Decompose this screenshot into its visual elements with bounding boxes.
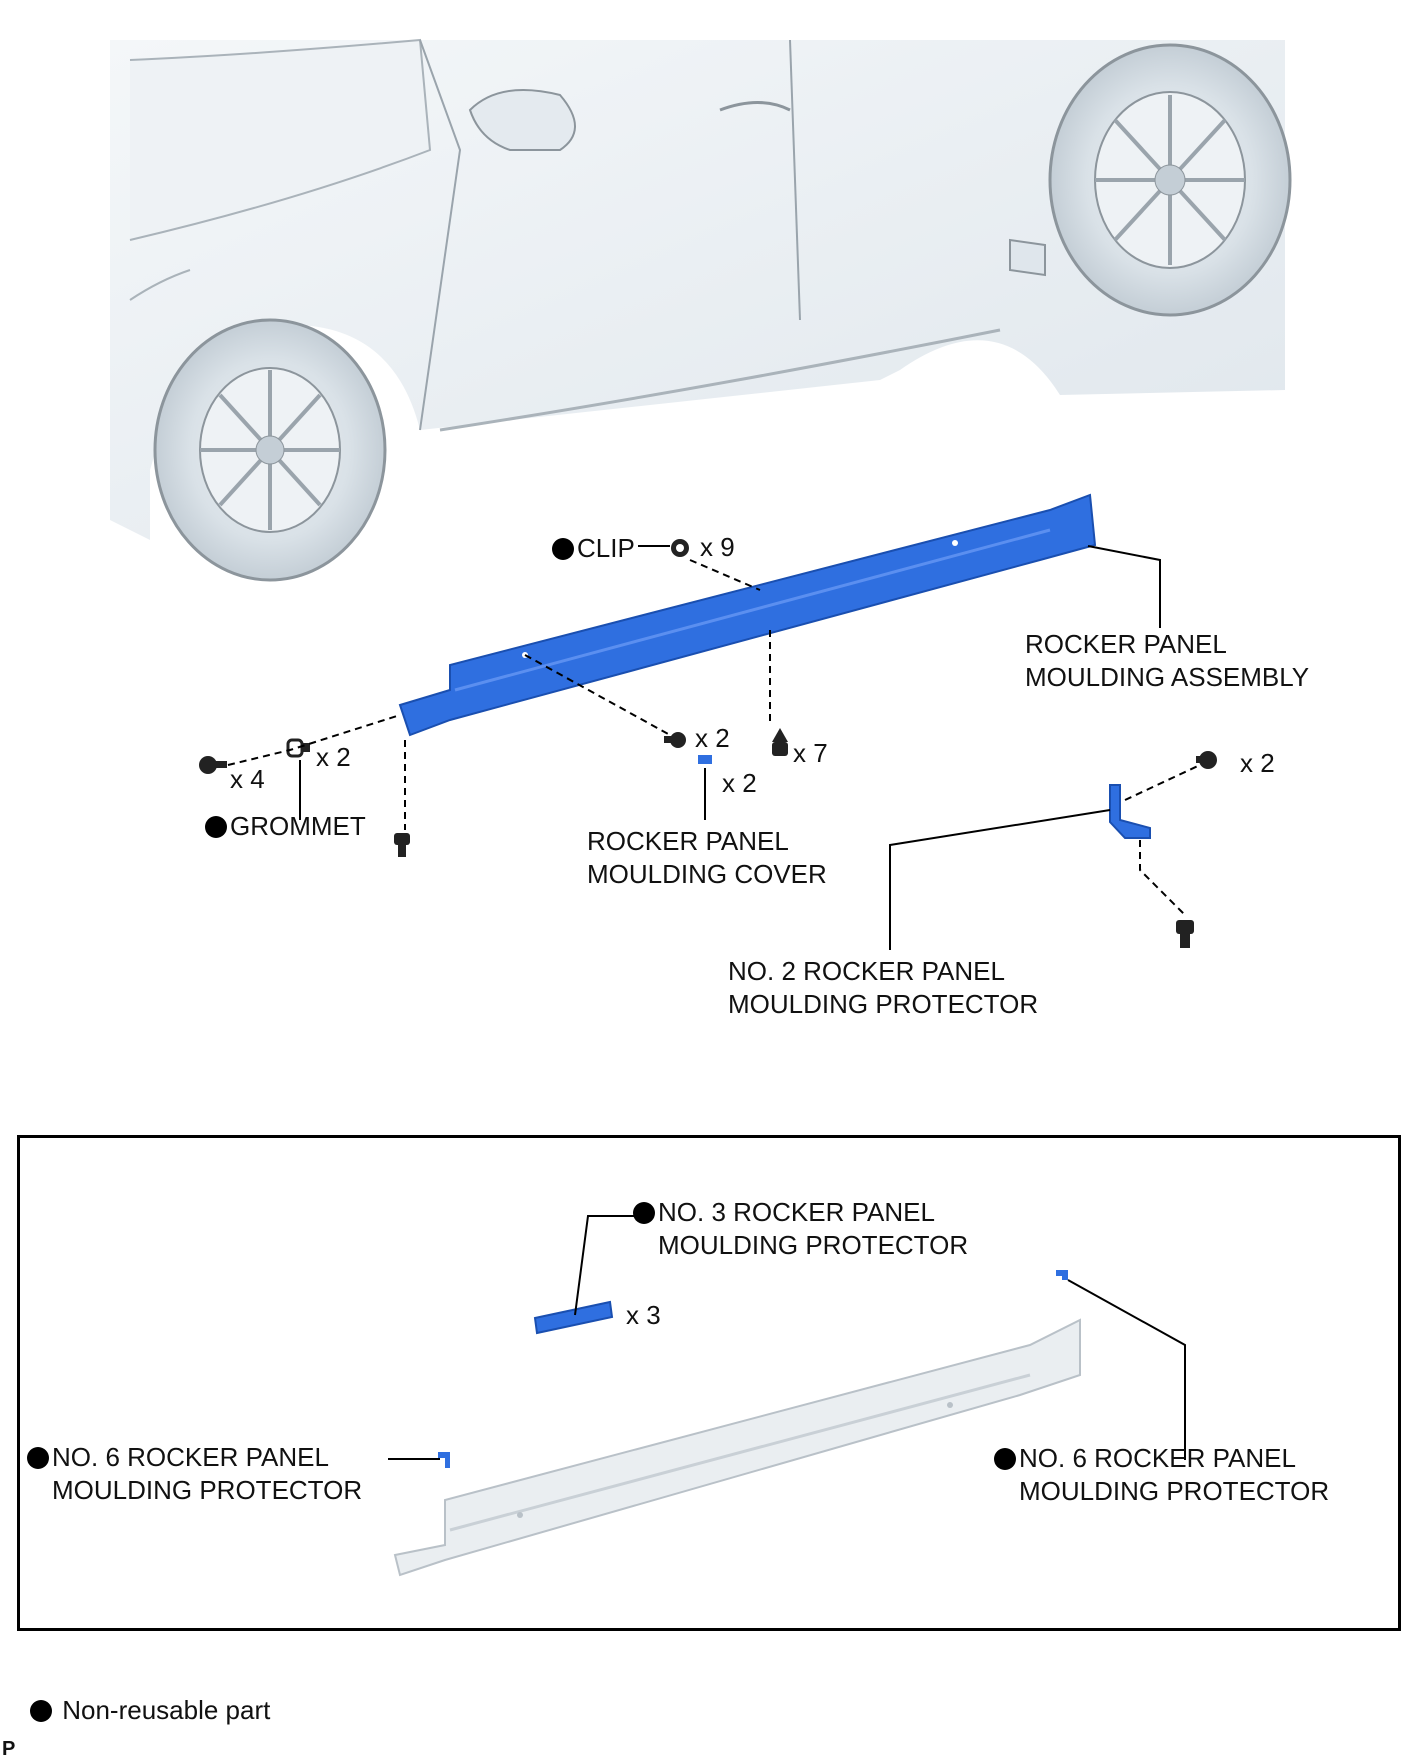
no2-protector-label: NO. 2 ROCKER PANEL MOULDING PROTECTOR xyxy=(728,956,1039,1019)
no3-protector-label: NO. 3 ROCKER PANEL MOULDING PROTECTOR xyxy=(633,1196,968,1262)
non-reusable-bullet-icon xyxy=(633,1202,655,1224)
no3-protector-part xyxy=(533,1300,614,1335)
non-reusable-bullet-icon xyxy=(30,1700,52,1722)
screw-mid-icon xyxy=(664,732,686,748)
no2-protector-part xyxy=(1109,784,1151,839)
no3-quantity: x 3 xyxy=(626,1300,661,1330)
rocker-panel-moulding-assembly xyxy=(398,493,1097,737)
legend-text: Non-reusable part xyxy=(62,1695,271,1725)
screw-left-quantity: x 4 xyxy=(230,764,265,794)
grommet-icon xyxy=(286,738,310,758)
front-wheel xyxy=(153,318,387,582)
lower-clip-icon xyxy=(394,833,410,857)
no6-right-protector-part xyxy=(1056,1270,1068,1280)
protector-bolt-icon xyxy=(1196,751,1217,769)
car-body xyxy=(110,38,1285,540)
clip-7-icon xyxy=(772,728,788,756)
screw-mid-quantity: x 2 xyxy=(695,723,730,753)
leader-lines xyxy=(227,545,1201,950)
protector-clip-icon xyxy=(1176,920,1194,948)
no6-right-protector-label: NO. 6 ROCKER PANEL MOULDING PROTECTOR xyxy=(994,1442,1329,1508)
clip-quantity: x 9 xyxy=(700,532,735,562)
rocker-assembly-label: ROCKER PANEL MOULDING ASSEMBLY xyxy=(1025,629,1310,692)
cover-part-icon xyxy=(698,755,712,764)
protector-bolt-quantity: x 2 xyxy=(1240,748,1275,778)
non-reusable-bullet-icon xyxy=(27,1447,49,1469)
non-reusable-bullet-icon xyxy=(552,538,574,560)
clip-icon xyxy=(671,539,689,557)
clip-7-quantity: x 7 xyxy=(793,738,828,768)
clip-label: CLIP xyxy=(552,532,635,565)
inset-rocker-panel xyxy=(393,1318,1081,1577)
screw-left-icon xyxy=(199,756,227,774)
no6-left-protector-part xyxy=(438,1452,450,1468)
figure-code: P xyxy=(2,1738,16,1760)
rear-wheel xyxy=(1048,43,1292,317)
non-reusable-bullet-icon xyxy=(205,816,227,838)
non-reusable-bullet-icon xyxy=(994,1448,1016,1470)
inset-leader-lines xyxy=(388,1215,1186,1460)
inset-frame xyxy=(17,1135,1401,1631)
cover-quantity: x 2 xyxy=(722,768,757,798)
grommet-label: GROMMET xyxy=(205,810,366,843)
cover-label: ROCKER PANEL MOULDING COVER xyxy=(587,826,827,889)
legend: Non-reusable part xyxy=(30,1694,270,1727)
no6-left-protector-label: NO. 6 ROCKER PANEL MOULDING PROTECTOR xyxy=(27,1441,362,1507)
grommet-quantity: x 2 xyxy=(316,742,351,772)
